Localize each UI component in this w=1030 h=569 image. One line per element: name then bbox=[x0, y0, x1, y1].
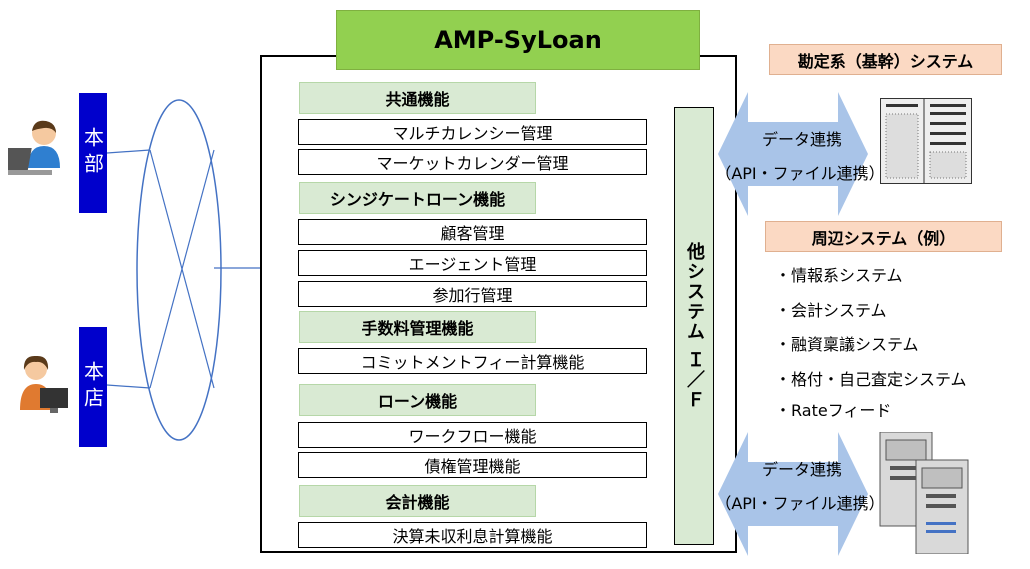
location-headquarters-label: 本部 bbox=[80, 127, 105, 179]
peripheral-servers-icon bbox=[879, 432, 969, 554]
function-agent-management: エージェント管理 bbox=[298, 250, 647, 276]
location-headquarters: 本部 bbox=[79, 93, 107, 213]
peripheral-item-rate-feed: ・Rateフィード bbox=[775, 401, 892, 420]
headquarters-user-icon bbox=[8, 120, 60, 175]
system-title: AMP-SyLoan bbox=[336, 10, 700, 70]
function-customer-management: 顧客管理 bbox=[298, 219, 647, 245]
peripheral-item-rating: ・格付・自己査定システム bbox=[775, 370, 967, 389]
core-system-server-icon bbox=[880, 98, 972, 184]
category-loan: ローン機能 bbox=[299, 384, 536, 416]
function-participant-bank-management: 参加行管理 bbox=[298, 281, 647, 307]
arrow-top-label-2: （API・ファイル連携） bbox=[715, 164, 885, 183]
arrow-bottom-label-1: データ連携 bbox=[761, 460, 842, 479]
peripheral-item-accounting: ・会計システム bbox=[775, 301, 887, 320]
location-branch: 本店 bbox=[79, 327, 107, 447]
function-market-calendar: マーケットカレンダー管理 bbox=[298, 149, 647, 175]
peripheral-item-loan-approval: ・融資稟議システム bbox=[775, 335, 919, 354]
category-accounting: 会計機能 bbox=[299, 485, 536, 517]
location-branch-label: 本店 bbox=[80, 361, 105, 413]
arrow-bottom-label-2: （API・ファイル連携） bbox=[715, 494, 885, 513]
core-system-label: 勘定系（基幹）システム bbox=[769, 44, 1002, 75]
data-link-arrow-bottom bbox=[718, 432, 868, 556]
other-system-interface: 他システム Ｉ／Ｆ bbox=[674, 107, 714, 545]
branch-user-icon bbox=[20, 355, 68, 413]
function-commitment-fee: コミットメントフィー計算機能 bbox=[298, 348, 647, 374]
function-claim-management: 債権管理機能 bbox=[298, 452, 647, 478]
peripheral-system-label: 周辺システム（例） bbox=[765, 221, 1002, 252]
arrow-top-label-1: データ連携 bbox=[761, 130, 842, 149]
function-multicurrency: マルチカレンシー管理 bbox=[298, 119, 647, 145]
category-syndicated-loan: シンジケートローン機能 bbox=[299, 182, 536, 214]
peripheral-item-information: ・情報系システム bbox=[775, 266, 903, 285]
function-workflow: ワークフロー機能 bbox=[298, 422, 647, 448]
category-fee-management: 手数料管理機能 bbox=[299, 311, 536, 343]
category-common: 共通機能 bbox=[299, 82, 536, 114]
data-link-arrow-top bbox=[718, 92, 868, 216]
interface-label: 他システム Ｉ／Ｆ bbox=[684, 241, 705, 411]
function-accrued-interest: 決算未収利息計算機能 bbox=[298, 522, 647, 548]
